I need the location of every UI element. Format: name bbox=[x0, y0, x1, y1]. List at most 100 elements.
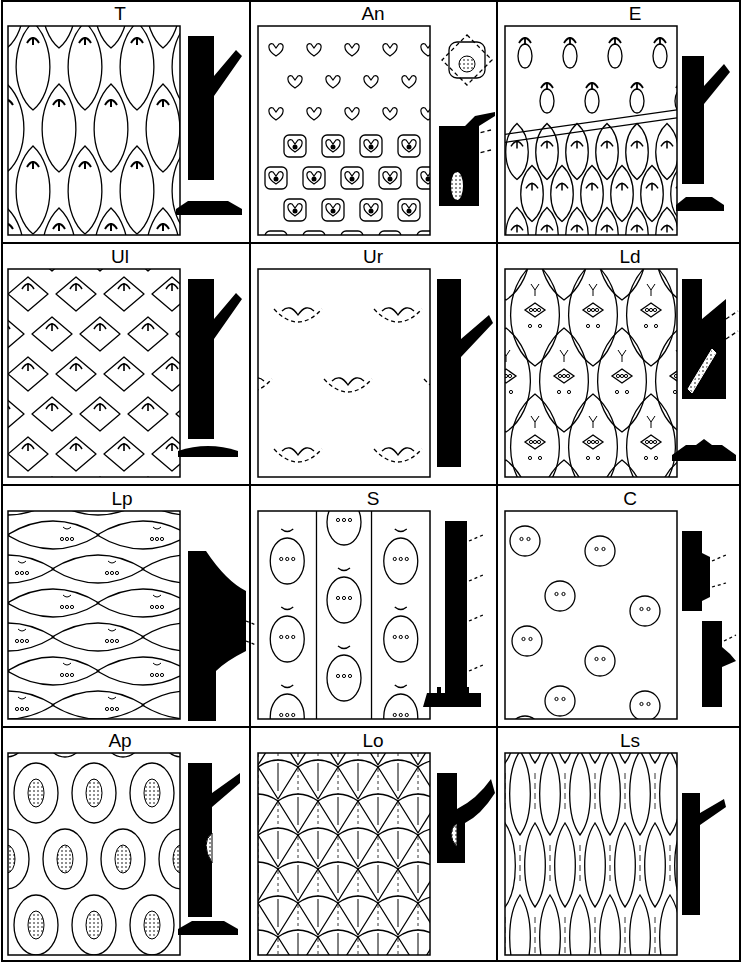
leaf-cushion bbox=[52, 555, 144, 583]
leaf-scar bbox=[631, 140, 643, 148]
trace bbox=[712, 555, 726, 587]
leaf-scar bbox=[142, 323, 154, 331]
scar-dot bbox=[292, 557, 295, 560]
scale-midrib bbox=[338, 865, 339, 893]
scale-midrib bbox=[418, 797, 419, 825]
scale-outline bbox=[258, 760, 298, 799]
leaf-cushion bbox=[525, 753, 546, 763]
scale-midrib bbox=[398, 763, 399, 791]
scale-outline bbox=[338, 896, 378, 935]
scar-dot bbox=[25, 639, 28, 642]
stem-section bbox=[437, 279, 493, 467]
scale-outline bbox=[318, 930, 358, 955]
scar-dot bbox=[644, 324, 647, 327]
leaf-cushion bbox=[8, 521, 99, 549]
scar-dot bbox=[15, 707, 18, 710]
dashed-margin bbox=[418, 769, 419, 795]
leaf-scar bbox=[641, 435, 661, 449]
scale-midrib bbox=[358, 831, 359, 859]
leaf-cushion bbox=[569, 394, 618, 477]
leaf-scar bbox=[545, 581, 575, 611]
leaf-cushion bbox=[120, 146, 154, 234]
dashed-margin bbox=[298, 769, 299, 795]
surface-pattern bbox=[8, 269, 180, 477]
leaf-scar bbox=[70, 283, 82, 291]
dashed-margin bbox=[358, 871, 359, 897]
stem-section bbox=[682, 279, 726, 399]
ligule bbox=[281, 529, 293, 532]
scale-outline bbox=[358, 930, 398, 955]
leaf-cushion bbox=[540, 328, 589, 432]
section-view bbox=[672, 279, 738, 461]
panel bbox=[0, 697, 261, 963]
scar-dot bbox=[595, 657, 598, 660]
leaf-scar bbox=[670, 369, 677, 383]
scar-dot bbox=[591, 308, 594, 311]
scale-midrib bbox=[398, 831, 399, 859]
leaf-scar bbox=[157, 99, 169, 107]
scar-dot bbox=[286, 635, 289, 638]
stem-section bbox=[439, 112, 495, 206]
scale-outline bbox=[258, 794, 278, 833]
stippled-scar bbox=[144, 779, 160, 807]
scar-dot bbox=[280, 713, 283, 716]
leaf-scar bbox=[526, 182, 538, 190]
leaf-scar bbox=[421, 172, 430, 184]
surface-pattern bbox=[505, 269, 677, 477]
leaf-scar bbox=[511, 224, 523, 232]
leaf-cushion bbox=[596, 123, 619, 179]
scale-outline bbox=[278, 794, 318, 833]
leaf-cushion bbox=[8, 317, 24, 351]
leaf-scar bbox=[53, 99, 65, 107]
scar-dot bbox=[616, 374, 619, 377]
leaf-scar bbox=[641, 303, 661, 317]
furrow bbox=[610, 845, 611, 885]
panel bbox=[174, 238, 572, 532]
stem-section bbox=[682, 793, 726, 915]
scale-outline bbox=[338, 828, 378, 867]
scar-dot bbox=[586, 324, 589, 327]
panel bbox=[505, 511, 736, 746]
furrow bbox=[640, 845, 641, 885]
leaf-scar bbox=[22, 283, 34, 291]
leaf-scar bbox=[583, 303, 603, 317]
ligule bbox=[281, 607, 293, 610]
section-view bbox=[676, 56, 730, 211]
leaf-scar bbox=[511, 140, 523, 148]
leaf-scar bbox=[630, 691, 660, 719]
leaf-scar bbox=[118, 363, 130, 371]
dashed-margin bbox=[318, 939, 319, 955]
scar-dot bbox=[336, 674, 339, 677]
scale-outline bbox=[298, 828, 338, 867]
leaf-scar bbox=[654, 37, 666, 45]
stem-section bbox=[682, 56, 730, 184]
scale-midrib bbox=[338, 797, 339, 825]
rib-furrow bbox=[316, 511, 317, 719]
leaf-cushion bbox=[510, 753, 531, 835]
grid-line bbox=[496, 1, 498, 961]
grid-line bbox=[2, 726, 740, 728]
dashed-margin bbox=[338, 905, 339, 931]
trace bbox=[469, 665, 483, 671]
scale-outline bbox=[378, 828, 418, 867]
leaf-cushion bbox=[641, 165, 664, 221]
dashed-margin bbox=[298, 905, 299, 931]
leaf-scar bbox=[545, 686, 575, 716]
scar-dot bbox=[70, 673, 73, 676]
leaf-scar bbox=[510, 526, 540, 556]
scar-dot bbox=[60, 605, 63, 608]
furrow bbox=[655, 773, 656, 813]
scale-outline bbox=[258, 862, 278, 901]
panel bbox=[258, 26, 495, 253]
scar-dot bbox=[350, 177, 355, 182]
scale-midrib bbox=[298, 865, 299, 893]
scar-dot bbox=[292, 713, 295, 716]
scar-dot bbox=[286, 557, 289, 560]
leaf-cushion bbox=[8, 829, 29, 889]
furrow bbox=[565, 917, 566, 955]
scar-dot bbox=[110, 639, 113, 642]
section-view bbox=[178, 279, 242, 457]
scale-midrib bbox=[318, 899, 319, 927]
